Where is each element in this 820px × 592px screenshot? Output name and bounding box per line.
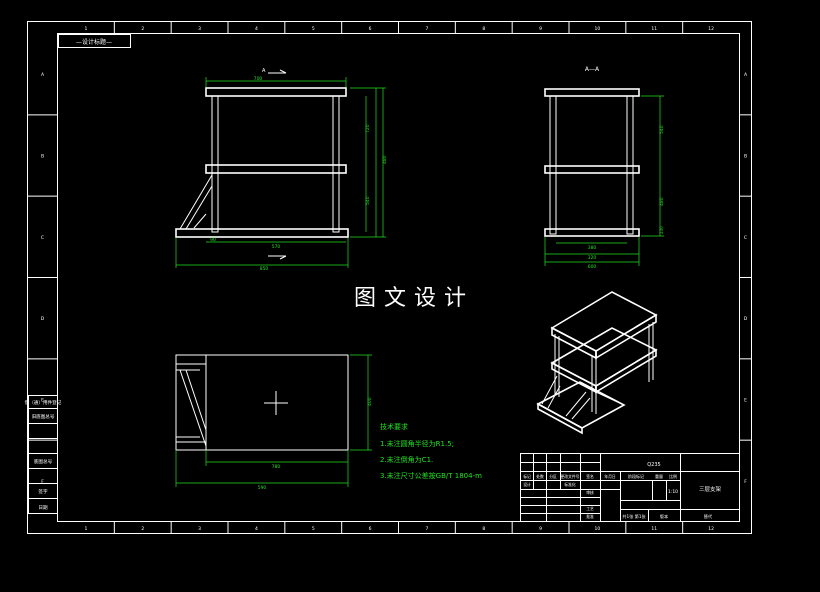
dim-front-total-height: 480 <box>382 155 388 164</box>
stamp-row-2: 旧底图总号 <box>32 413 55 420</box>
stamp-row-5: 日期 <box>38 505 48 511</box>
dim-side-mid: 320 <box>588 255 597 261</box>
zone-row-left: B <box>41 154 44 160</box>
title-role-design: 设计 <box>523 482 531 487</box>
watermark: 图文设计 <box>354 286 474 311</box>
title-material: Q235 <box>647 462 660 468</box>
zone-col-bottom: 2 <box>141 526 144 532</box>
zone-col-top: 2 <box>141 26 144 32</box>
stamp-row-3: 底图总号 <box>34 458 53 465</box>
dim-front-inner-width: 570 <box>272 244 281 250</box>
title-version-label: 版本 <box>660 513 669 520</box>
dim-side-lower: 480 <box>659 197 665 206</box>
title-scale: 1:10 <box>668 489 678 495</box>
title-block: Q235 三层支架 1:10 阶段标记 重量 比例 共1张 第1张 版本 替代 … <box>520 453 740 522</box>
stamp-row-1: 借（通）用件登记 <box>25 399 62 406</box>
top-view: 780 590 400 <box>175 354 373 491</box>
section-mark: A—A <box>585 66 600 73</box>
title-col-sign: 签名 <box>586 474 594 479</box>
zone-col-top: 7 <box>425 26 428 32</box>
zone-col-bottom: 4 <box>255 526 258 532</box>
zone-row-right: C <box>744 235 747 241</box>
title-role-review: 审核 <box>586 490 594 495</box>
zone-col-top: 5 <box>312 26 315 32</box>
zone-col-top: 4 <box>255 26 258 32</box>
zone-col-top: 10 <box>595 26 601 32</box>
title-role-standard: 标准化 <box>564 482 576 487</box>
dim-front-upper-height: 720 <box>365 124 371 133</box>
zone-row-right: F <box>744 479 747 485</box>
dim-side-upper: 540 <box>659 125 665 134</box>
title-stage-label: 阶段标记 <box>628 473 644 479</box>
dim-top-depth: 400 <box>367 397 373 406</box>
isometric-view <box>536 291 658 435</box>
dim-front-small-left: 90 <box>210 237 216 243</box>
zone-col-bottom: 9 <box>539 526 542 532</box>
title-weight-label: 重量 <box>655 473 663 479</box>
title-product-name: 三层支架 <box>699 485 722 493</box>
tech-requirement-3: 3.未注尺寸公差按GB/T 1804-m <box>380 471 482 480</box>
zone-row-left: E <box>41 398 44 404</box>
zone-col-top: 8 <box>482 26 485 32</box>
dim-top-width: 700 <box>254 76 263 82</box>
zone-col-bottom: 8 <box>482 526 485 532</box>
title-role-process: 工艺 <box>586 506 594 511</box>
zone-row-right: D <box>744 316 748 322</box>
title-sheet-label: 共1张 第1张 <box>622 513 646 520</box>
dim-side-inner: 380 <box>588 245 597 251</box>
zone-row-right: E <box>744 398 747 404</box>
zone-col-bottom: 10 <box>595 526 601 532</box>
side-view: A—A 540 480 230 380 320 600 <box>544 66 665 270</box>
zone-ruler-left: A B C D E F <box>27 72 58 485</box>
zone-row-left: A <box>41 72 45 78</box>
zone-col-top: 6 <box>369 26 372 32</box>
title-col-zone: 分区 <box>549 474 557 479</box>
zone-row-left: D <box>41 316 45 322</box>
drawing-tag: —设计标题— <box>76 38 112 46</box>
dim-top-inner: 780 <box>272 464 281 470</box>
zone-row-left: F <box>41 479 44 485</box>
title-scale-label: 比例 <box>669 473 677 479</box>
zone-col-top: 12 <box>708 26 714 32</box>
title-col-date: 年月日 <box>604 474 616 479</box>
zone-col-bottom: 6 <box>369 526 372 532</box>
zone-col-top: 11 <box>651 26 657 32</box>
tech-requirement-2: 2.未注倒角为C1. <box>380 455 433 464</box>
dim-side-total: 600 <box>588 264 597 270</box>
stamp-row-4: 签字 <box>38 488 48 495</box>
title-replace-label: 替代 <box>704 513 713 520</box>
front-view: A 700 720 480 540 90 570 850 <box>175 68 388 272</box>
title-col-mark: 标记 <box>523 474 531 479</box>
title-role-approve: 批准 <box>586 514 594 519</box>
drawing-tag-box <box>58 34 131 48</box>
dim-top-total: 590 <box>258 485 267 491</box>
zone-col-bottom: 12 <box>708 526 714 532</box>
tech-requirements-title: 技术要求 <box>380 422 408 431</box>
zone-col-bottom: 1 <box>84 526 87 532</box>
zone-col-top: 3 <box>198 26 201 32</box>
zone-col-bottom: 11 <box>651 526 657 532</box>
zone-col-bottom: 3 <box>198 526 201 532</box>
zone-col-bottom: 5 <box>312 526 315 532</box>
tech-requirement-1: 1.未注圆角半径为R1.5; <box>380 439 454 448</box>
title-col-file: 更改文件号 <box>561 474 580 479</box>
zone-row-right: B <box>744 154 747 160</box>
dim-side-small: 230 <box>659 226 664 234</box>
title-col-count: 处数 <box>536 474 544 479</box>
zone-ruler-right: A B C D E F <box>739 72 752 485</box>
section-arrow-label-top: A <box>262 68 266 74</box>
inner-frame <box>57 33 740 522</box>
dim-front-total-width: 850 <box>260 266 269 272</box>
zone-row-right: A <box>744 72 748 78</box>
zone-col-bottom: 7 <box>425 526 428 532</box>
zone-col-top: 9 <box>539 26 542 32</box>
zone-col-top: 1 <box>84 26 87 32</box>
left-stamp-column: 借（通）用件登记 旧底图总号 底图总号 签字 日期 <box>25 395 62 514</box>
dim-front-lower-height: 540 <box>365 196 371 205</box>
zone-row-left: C <box>41 235 44 241</box>
